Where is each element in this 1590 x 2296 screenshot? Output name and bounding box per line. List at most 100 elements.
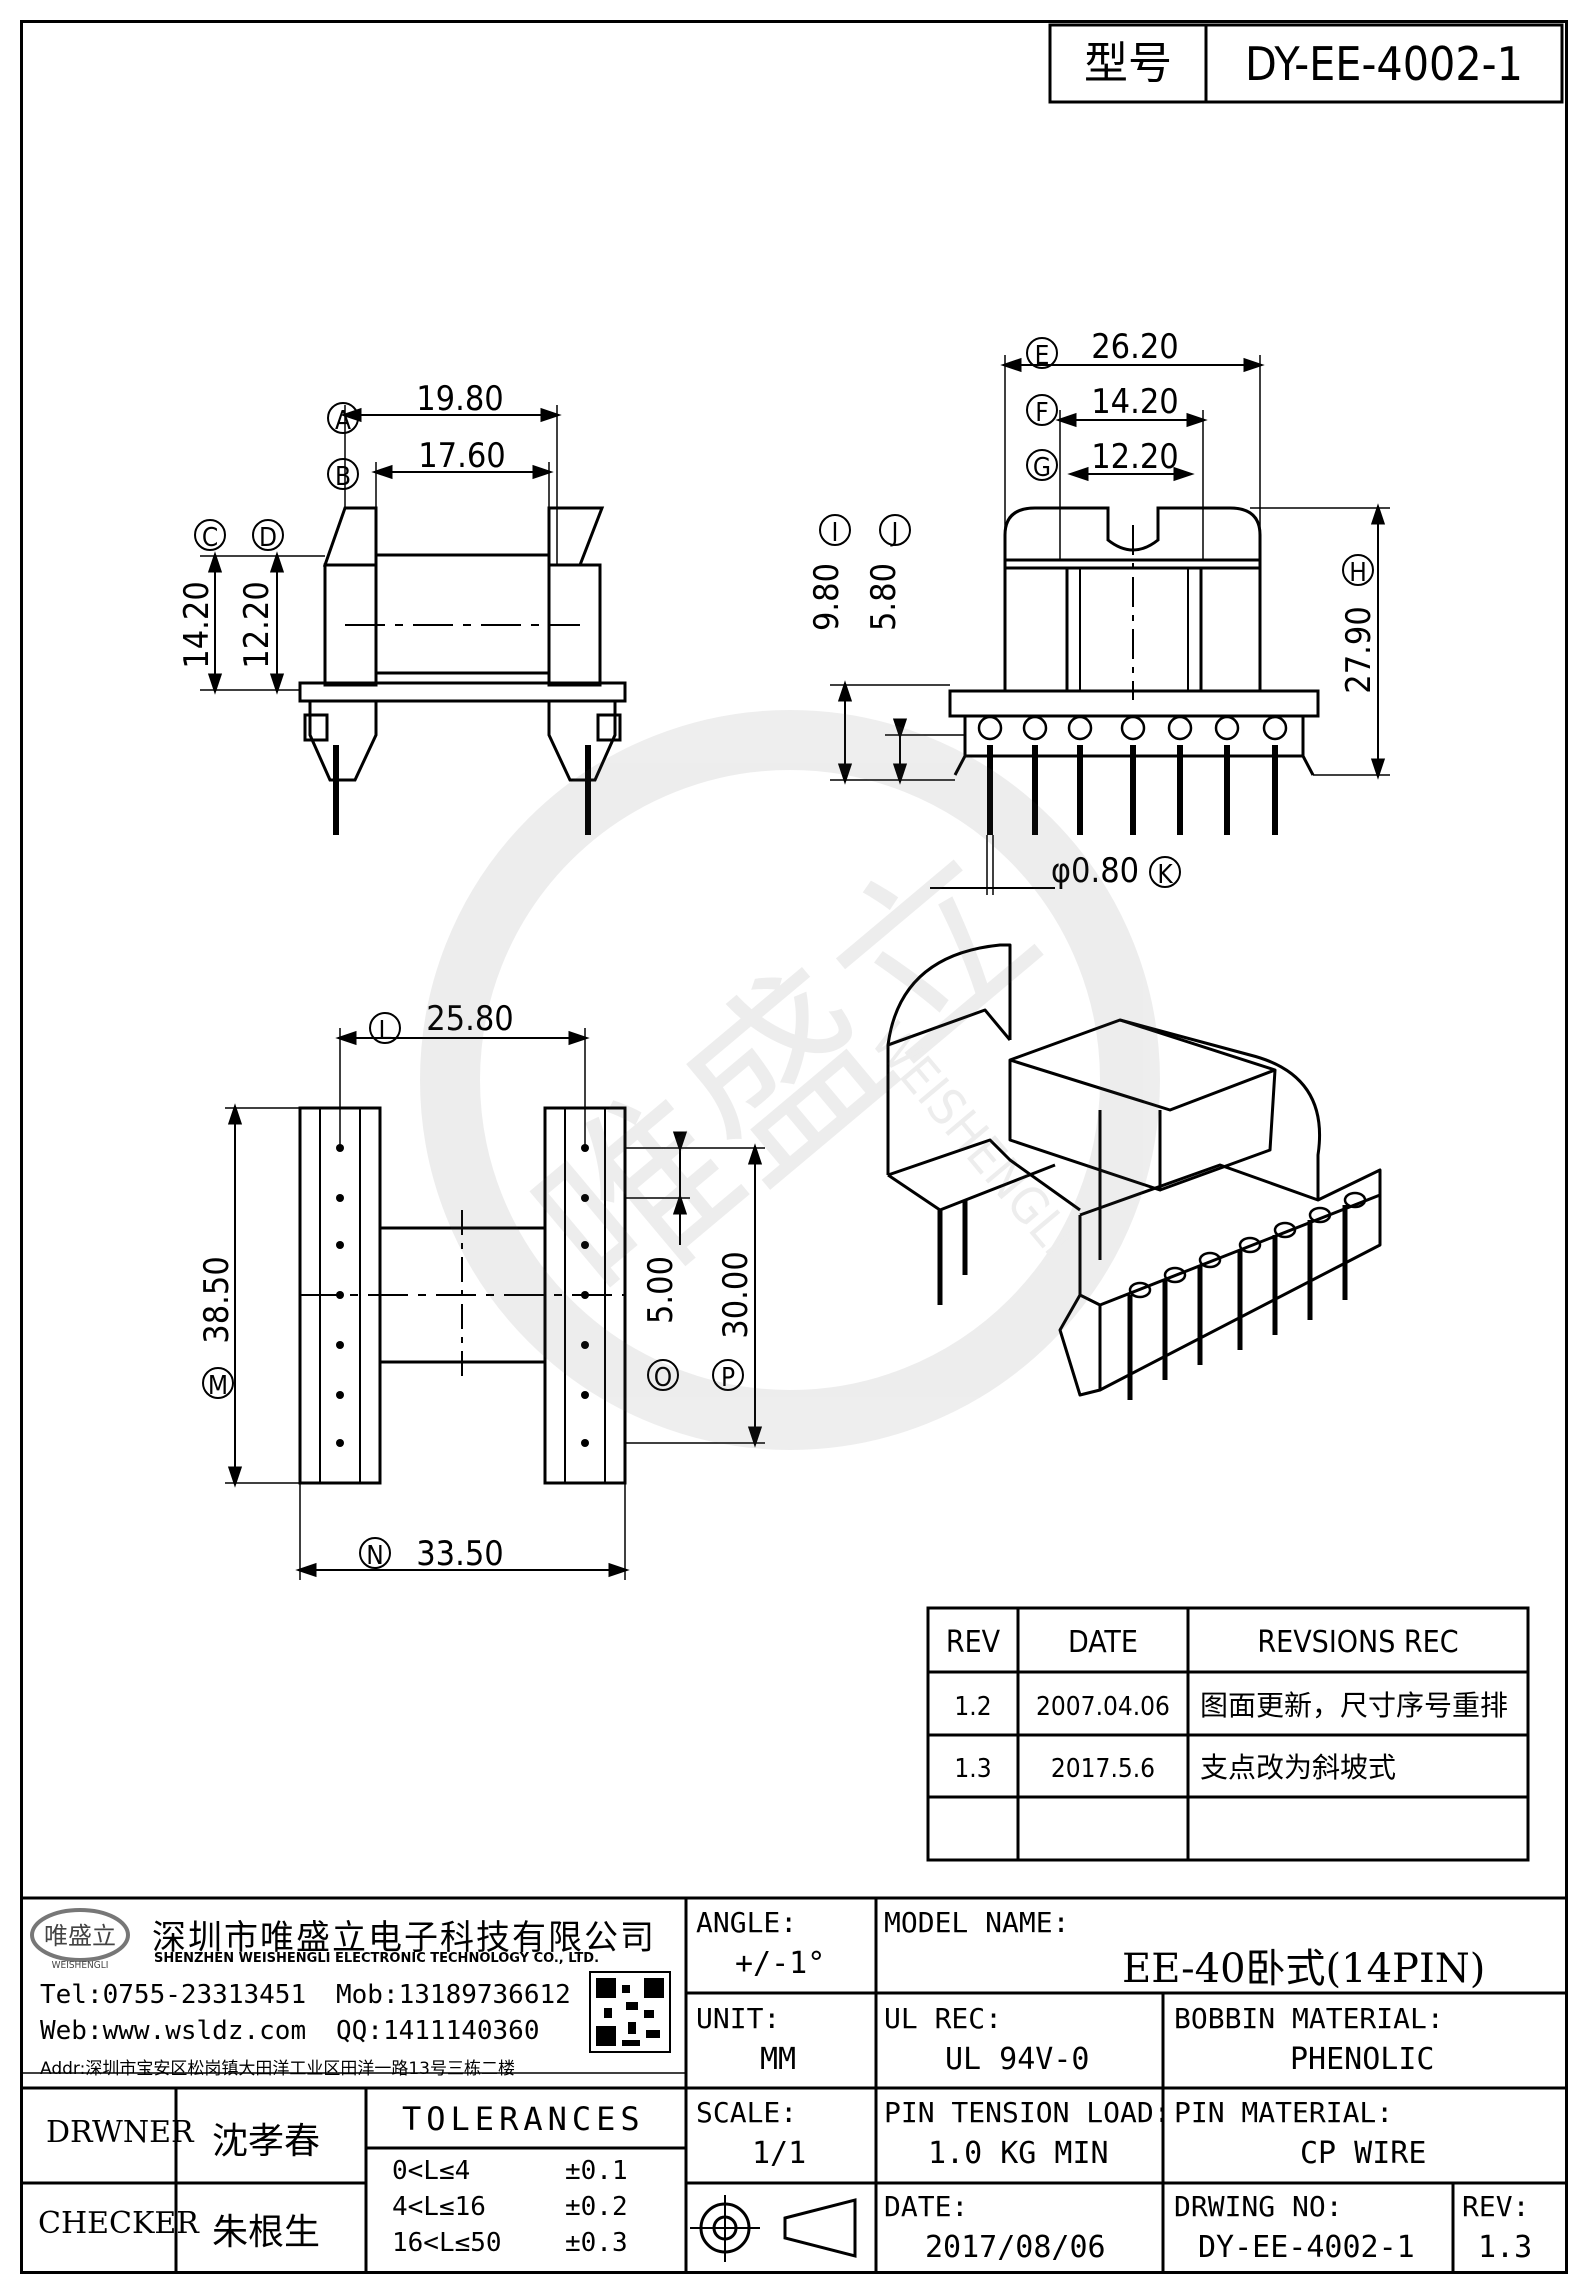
company-web: Web:www.wsldz.com: [40, 2016, 307, 2046]
company-tel: Tel:0755-23313451: [40, 1980, 307, 2010]
drwing-no-value: DY-EE-4002-1: [1198, 2230, 1415, 2265]
unit-label: UNIT:: [696, 2002, 781, 2035]
callout-o: O: [654, 1363, 672, 1393]
dim-j-value: 5.80: [864, 563, 904, 631]
dim-f-value: 14.20: [1091, 382, 1179, 422]
dim-n-value: 33.50: [416, 1534, 504, 1574]
bobbin-material-value: PHENOLIC: [1290, 2042, 1435, 2077]
dim-p-value: 30.00: [716, 1251, 756, 1339]
bottom-pin-dots: [336, 1144, 589, 1447]
dim-m-value: 38.50: [197, 1256, 237, 1344]
model-label: 型号: [1084, 38, 1172, 89]
rev-row1-date: 2007.04.06: [1036, 1692, 1170, 1722]
rev-row1-rec: 图面更新，尺寸序号重排: [1200, 1689, 1508, 1722]
tolerances-label: TOLERANCES: [402, 2100, 645, 2138]
company-qq: QQ:1411140360: [336, 2016, 540, 2046]
scale-value: 1/1: [752, 2136, 807, 2171]
drawing-sheet: [20, 20, 1568, 2274]
isometric-view: [886, 943, 1382, 1400]
dim-i-value: 9.80: [807, 563, 847, 631]
company-addr: Addr:深圳市宝安区松岗镇大田洋工业区田洋一路13号三栋二楼: [40, 2059, 515, 2079]
rev-row2-rev: 1.3: [954, 1754, 991, 1784]
callout-c: C: [202, 523, 218, 553]
rev-header-rec: REVSIONS REC: [1257, 1625, 1458, 1660]
checker-label: CHECKER: [38, 2206, 199, 2241]
iso-pin-loops: [1128, 1191, 1367, 1299]
projection-symbol-icon: [690, 2195, 857, 2262]
rev-label: REV:: [1462, 2190, 1530, 2223]
date-label: DATE:: [884, 2190, 969, 2223]
company-mob: Mob:13189736612: [336, 1980, 571, 2010]
tol-value-3: ±0.3: [565, 2228, 628, 2258]
ul-rec-value: UL 94V-0: [945, 2042, 1090, 2077]
qr-code: [589, 1971, 671, 2053]
dim-c-value: 14.20: [177, 581, 217, 669]
bottom-view: [225, 1028, 765, 1580]
pin-tension-label: PIN TENSION LOAD:: [884, 2096, 1171, 2129]
model-value: DY-EE-4002-1: [1245, 37, 1523, 91]
unit-value: MM: [760, 2042, 797, 2077]
iso-pins: [937, 1200, 1348, 1400]
svg-text:WEISHENGLI: WEISHENGLI: [52, 1960, 109, 1971]
callout-l: L: [378, 1016, 391, 1046]
dim-h-value: 27.90: [1339, 606, 1379, 694]
callout-g: G: [1033, 453, 1051, 483]
pin-tension-value: 1.0 KG MIN: [928, 2136, 1109, 2171]
revision-table-text: REV DATE REVSIONS REC 1.2 2007.04.06 图面更…: [946, 1625, 1508, 1784]
callout-e: E: [1035, 341, 1050, 371]
side-view-labels: A 19.80 B 17.60 C D 14.20 12.20: [177, 379, 506, 669]
tol-range-2: 4<L≤16: [392, 2192, 486, 2222]
tol-range-1: 0<L≤4: [392, 2156, 471, 2186]
scale-label: SCALE:: [696, 2096, 798, 2129]
watermark-logo: 唯盛立: [497, 808, 1076, 1344]
callout-j: J: [890, 518, 899, 548]
dim-b-value: 17.60: [418, 436, 506, 476]
dim-o-value: 5.00: [641, 1256, 681, 1324]
callout-h: H: [1349, 558, 1367, 588]
front-pin-loops: [977, 715, 1288, 741]
dim-k-value: φ0.80: [1051, 851, 1139, 891]
rev-row2-date: 2017.5.6: [1051, 1754, 1155, 1784]
date-value: 2017/08/06: [925, 2230, 1106, 2265]
side-view: [200, 405, 627, 835]
watermark: 唯盛立 WEISHENGLI: [420, 710, 1160, 1450]
rev-header-date: DATE: [1068, 1625, 1138, 1660]
callout-a-circle: [327, 402, 359, 434]
dim-d-value: 12.20: [237, 581, 277, 669]
dim-a-value: 19.80: [416, 379, 504, 419]
callout-k: K: [1157, 860, 1173, 890]
company-name-en: SHENZHEN WEISHENGLI ELECTRONIC TECHNOLOG…: [154, 1951, 600, 1966]
checker-name: 朱根生: [212, 2212, 321, 2253]
drwing-no-label: DRWING NO:: [1174, 2190, 1343, 2223]
angle-value: +/-1°: [735, 1946, 826, 1981]
header-model-box: 型号 DY-EE-4002-1: [1048, 23, 1564, 104]
drwner-name: 沈孝春: [212, 2121, 321, 2162]
pin-material-value: CP WIRE: [1300, 2136, 1427, 2171]
rev-row1-rev: 1.2: [954, 1692, 991, 1722]
front-view: [830, 355, 1390, 895]
ul-rec-label: UL REC:: [884, 2002, 1003, 2035]
rev-header-rev: REV: [946, 1625, 1001, 1660]
title-block-grid: [20, 1896, 1568, 2274]
bottom-slots: [319, 1108, 606, 1483]
svg-text:唯盛立: 唯盛立: [44, 1922, 116, 1950]
callout-i: I: [832, 518, 839, 548]
tol-range-3: 16<L≤50: [392, 2228, 502, 2258]
dim-l-value: 25.80: [426, 999, 514, 1039]
callout-n: N: [366, 1541, 384, 1571]
dim-e-value: 26.20: [1091, 327, 1179, 367]
model-name-label: MODEL NAME:: [884, 1906, 1070, 1939]
company-logo: 唯盛立 WEISHENGLI: [30, 1908, 130, 1971]
dim-g-value: 12.20: [1091, 437, 1179, 477]
callout-d: D: [259, 523, 277, 553]
bottom-view-labels: L 25.80 38.50 M N 33.50 5.00 O 30.00 P: [197, 999, 756, 1574]
model-name-value: EE-40卧式(14PIN): [1122, 1946, 1486, 1992]
front-pins: [987, 745, 1278, 835]
callout-f: F: [1035, 398, 1048, 428]
drwner-label: DRWNER: [46, 2115, 194, 2150]
callout-a: A: [335, 406, 351, 436]
callout-m: M: [208, 1371, 228, 1401]
pin-material-label: PIN MATERIAL:: [1174, 2096, 1394, 2129]
company-name-cn: 深圳市唯盛立电子科技有限公司: [152, 1918, 656, 1958]
